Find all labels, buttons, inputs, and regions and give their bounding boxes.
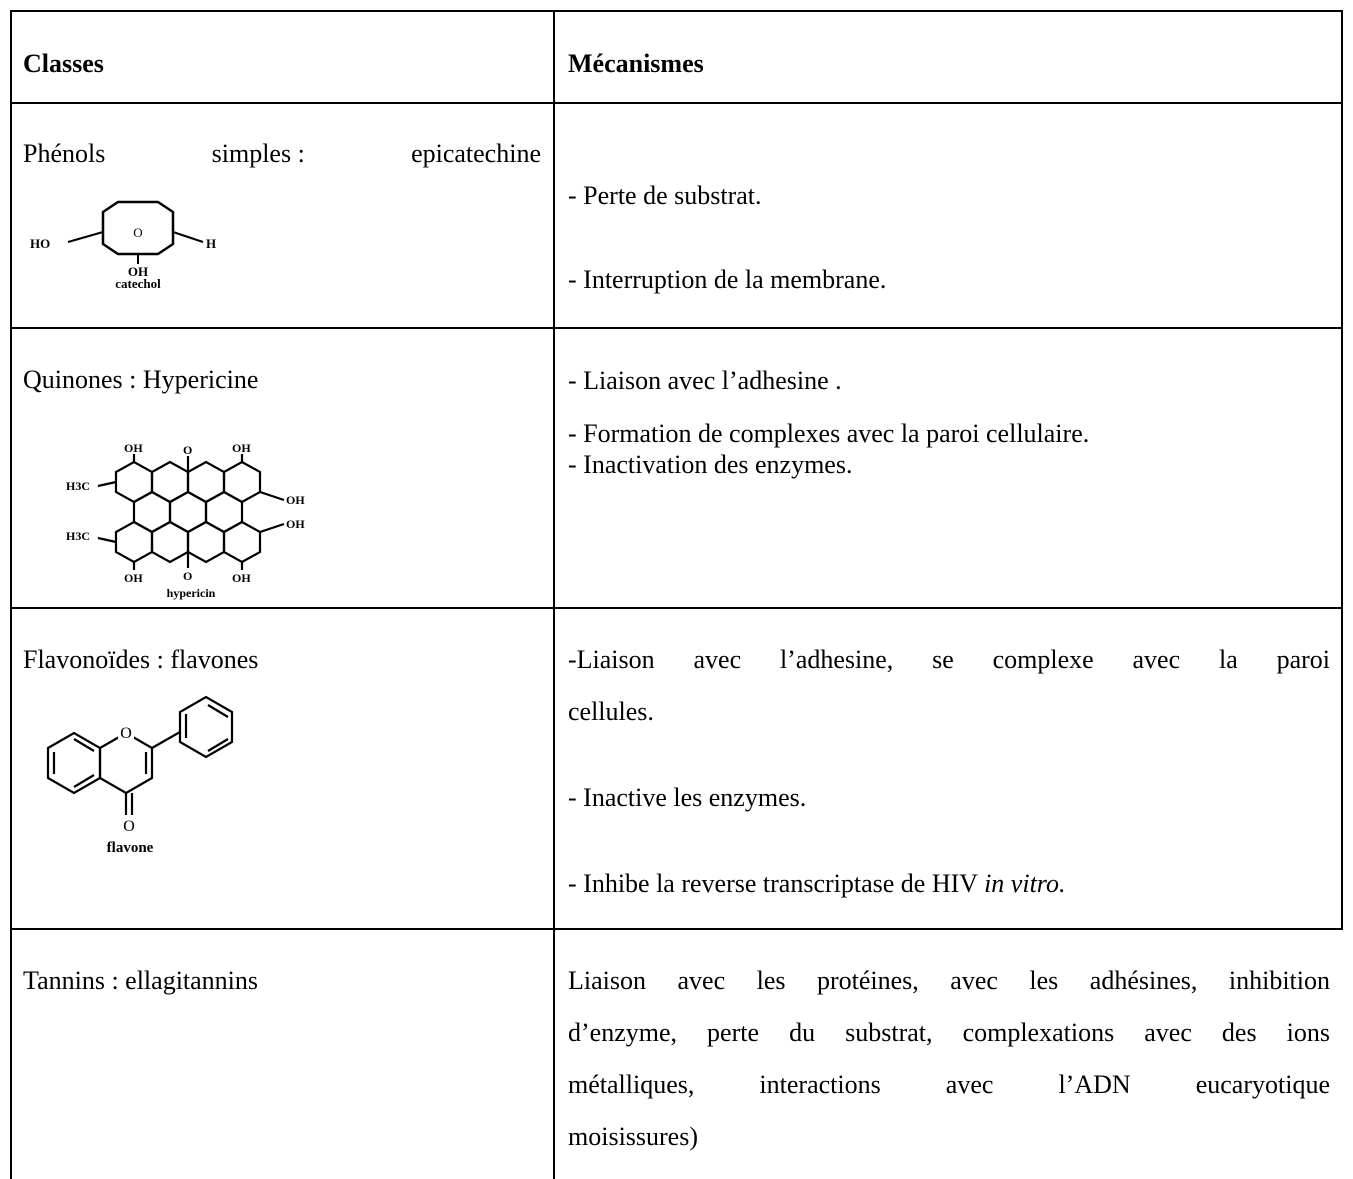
atom-label: OH — [128, 264, 148, 279]
atom-label: OH — [232, 442, 251, 455]
hypericin-structure: OH O OH H3C H3C OH OH OH O OH hypericin — [66, 442, 305, 600]
mechanism-item: - Inactive les enzymes. — [568, 783, 807, 812]
mechanism-item: - Liaison avec l’adhesine . — [568, 366, 842, 395]
structure-caption: hypericin — [167, 586, 216, 600]
mechanism-item: - Interruption de la membrane. — [568, 265, 887, 294]
table-border-right — [1341, 10, 1343, 930]
mechanism-item: - Inactivation des enzymes. — [568, 450, 853, 479]
mechanisms-table: Classes Mécanismes Phénols simples : epi… — [10, 10, 1343, 1179]
flavone-structure: O O flavone — [46, 695, 234, 856]
atom-label: OH — [124, 571, 143, 585]
class-label-quinones: Quinones : Hypericine — [23, 365, 259, 394]
atom-label: O — [183, 569, 192, 583]
structure-caption: catechol — [115, 276, 161, 291]
table-border-left — [10, 10, 12, 1179]
structure-caption: flavone — [107, 840, 154, 856]
atom-label: O — [123, 818, 135, 835]
mechanisms-phenols: - Perte de substrat. - Interruption de l… — [568, 102, 1328, 327]
atom-label: O — [183, 443, 192, 457]
catechol-structure: O HO H OH catechol — [30, 200, 216, 291]
row-divider — [10, 102, 1343, 104]
mechanisms-flavonoides: -Liaison avec l’adhesine, se complexe av… — [568, 607, 1330, 928]
atom-label: O — [120, 725, 132, 742]
mechanism-item: cellules. — [568, 697, 654, 726]
mechanism-item: Liaison avec les protéines, avec les adh… — [568, 966, 1330, 995]
mechanisms-tannins: Liaison avec les protéines, avec les adh… — [568, 928, 1330, 1179]
mechanism-item: moisissures) — [568, 1122, 698, 1151]
atom-label: HO — [30, 236, 50, 251]
row-divider — [10, 928, 1343, 930]
atom-label: H — [206, 236, 216, 251]
mechanisms-quinones: - Liaison avec l’adhesine . - Formation … — [568, 327, 1328, 607]
column-divider — [553, 10, 555, 1179]
atom-label: H3C — [66, 529, 90, 543]
class-label-phenols: Phénols simples : epicatechine — [23, 139, 541, 168]
row-divider — [10, 327, 1343, 329]
mechanism-item: d’enzyme, perte du substrat, complexatio… — [568, 1018, 1330, 1047]
class-label-tannins: Tannins : ellagitannins — [23, 966, 259, 995]
row-divider — [10, 607, 1343, 609]
atom-label: OH — [286, 493, 305, 507]
atom-label: OH — [124, 442, 143, 455]
mechanism-item: -Liaison avec l’adhesine, se complexe av… — [568, 645, 1330, 674]
class-label-flavonoides: Flavonoïdes : flavones — [23, 645, 259, 674]
header-mecanismes: Mécanismes — [568, 49, 704, 78]
mechanism-item: - Formation de complexes avec la paroi c… — [568, 419, 1090, 448]
header-classes: Classes — [23, 49, 104, 78]
atom-label: H3C — [66, 479, 90, 493]
mechanism-item: - Perte de substrat. — [568, 181, 762, 210]
table-border-top — [10, 10, 1343, 12]
atom-label: OH — [232, 571, 251, 585]
mechanism-item: métalliques, interactions avec l’ADN euc… — [568, 1070, 1330, 1099]
atom-label: O — [133, 225, 142, 240]
atom-label: OH — [286, 517, 305, 531]
mechanism-item: - Inhibe la reverse transcriptase de HIV… — [568, 869, 1066, 898]
